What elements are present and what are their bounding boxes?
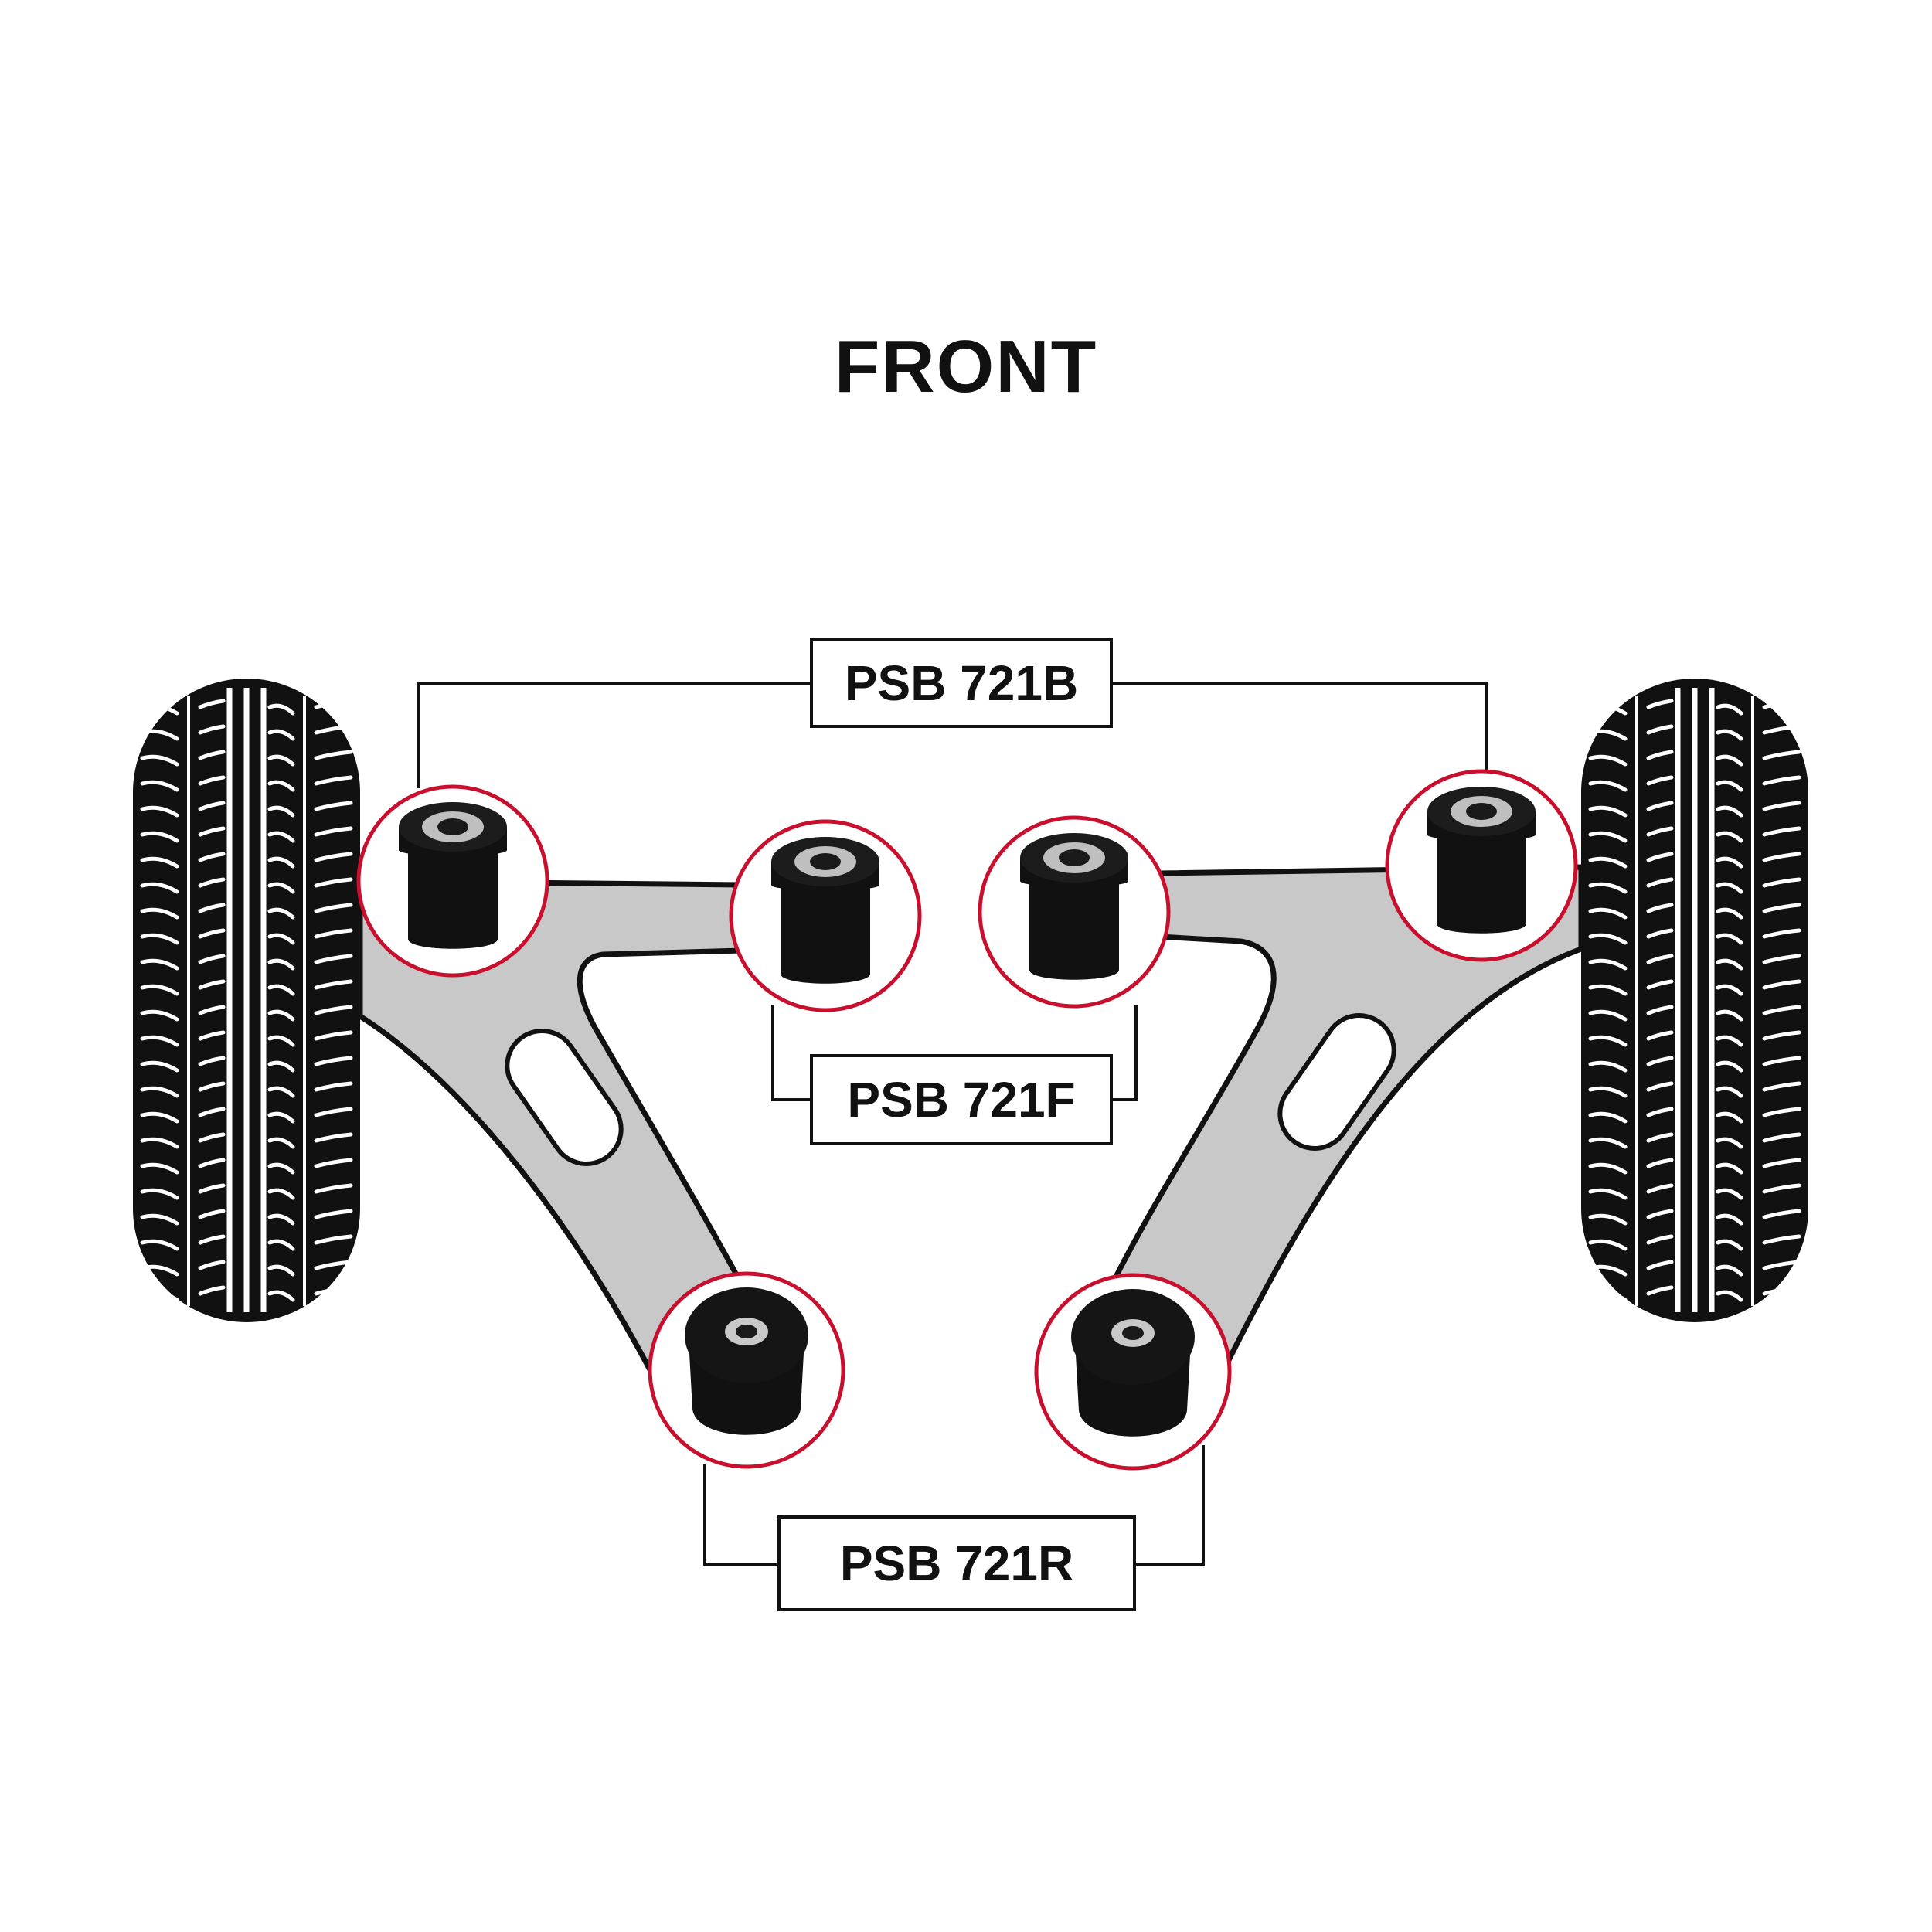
leader-line-rear (703, 1445, 1205, 1566)
label-back: PSB 721B (845, 655, 1078, 711)
front-heading: FRONT (834, 325, 1098, 408)
bush-callout-back-right (1385, 769, 1578, 962)
right-tyre-icon (1581, 679, 1808, 1322)
label-box-rear: PSB 721R (777, 1515, 1136, 1611)
label-box-back: PSB 721B (810, 638, 1113, 728)
bush-callout-front-right (978, 815, 1171, 1009)
bush-callout-front-left (729, 819, 922, 1012)
label-box-front: PSB 721F (810, 1054, 1113, 1145)
label-front: PSB 721F (847, 1072, 1075, 1128)
right-control-arm-icon (1110, 864, 1584, 1363)
bush-icon (685, 1287, 808, 1435)
bush-icon (1020, 833, 1128, 980)
left-tyre-icon (133, 679, 360, 1322)
bush-icon (1427, 787, 1536, 934)
leader-lines (417, 682, 1488, 1566)
bush-callout-rear-right (1034, 1273, 1232, 1471)
label-rear: PSB 721R (840, 1536, 1073, 1591)
left-tyre-tread (140, 688, 353, 1312)
bush-icon (1071, 1289, 1195, 1437)
bush-callout-rear-left (648, 1271, 845, 1469)
leader-line-front (771, 1005, 1138, 1101)
bush-icon (399, 802, 507, 949)
left-control-arm-icon (357, 878, 757, 1379)
leader-line-back (417, 682, 1488, 788)
bush-icon (771, 837, 879, 984)
right-tyre-tread (1588, 688, 1801, 1312)
bush-callout-back-left (356, 784, 549, 978)
